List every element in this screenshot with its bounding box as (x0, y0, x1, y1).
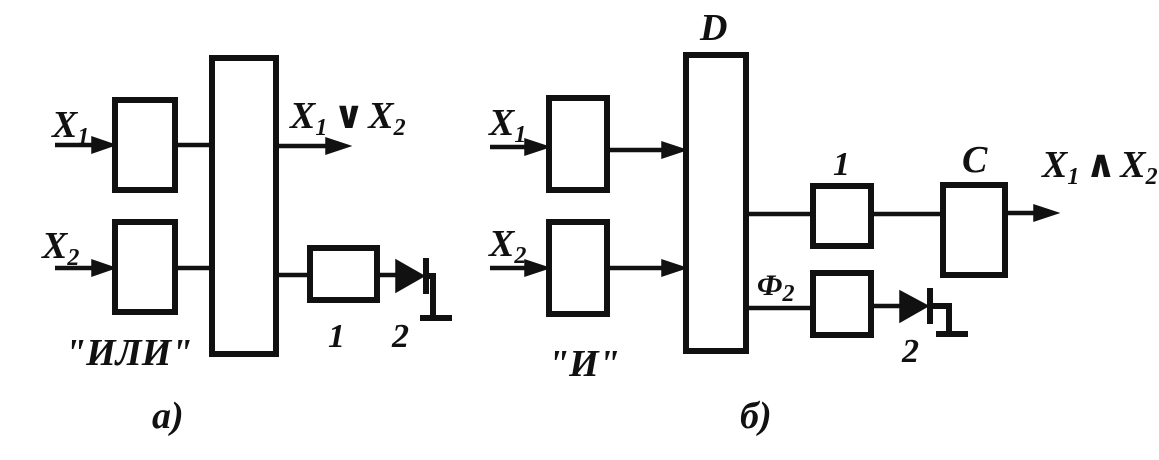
left-element-1-label: 1 (328, 318, 345, 355)
right-d-block-label: D (699, 7, 727, 49)
left-element-2-label: 2 (391, 318, 409, 355)
right-gate-caption: "И" (548, 343, 620, 385)
left-input-2-arrow (91, 258, 118, 278)
left-input-2-label: X2 (41, 225, 79, 271)
right-box2-to-d-arrow (661, 258, 689, 278)
left-input-box-1 (112, 97, 178, 193)
right-panel-label: б) (740, 395, 772, 437)
right-ground-icon (930, 303, 968, 337)
left-diode-icon (395, 258, 426, 294)
right-c-block (940, 182, 1008, 278)
right-phase-box (810, 270, 874, 338)
left-input-1-arrow (91, 135, 118, 155)
right-input-box-1 (546, 95, 610, 193)
left-ground-icon (420, 273, 452, 321)
right-element-1-box (810, 183, 874, 249)
panel-a-or-circuit: X1 X2 X1∨X2 1 2 "ИЛИ" а) (41, 55, 452, 437)
right-box1-to-d-arrow (661, 140, 689, 160)
right-diode-icon (899, 289, 930, 324)
right-d-block (683, 52, 749, 354)
right-c-block-label: C (962, 139, 988, 181)
left-output-label: X1∨X2 (289, 95, 406, 141)
panel-b-and-circuit: X1 X2 D 1 C X1∧X2 Ф2 2 "И" б) (488, 7, 1158, 437)
right-element-2-label: 2 (901, 333, 919, 370)
left-tall-block (209, 55, 279, 357)
right-output-arrow (1033, 203, 1061, 223)
left-panel-label: а) (152, 395, 184, 437)
left-output-arrow (325, 136, 353, 156)
left-element-1-box (307, 245, 380, 303)
left-input-1-label: X1 (51, 104, 89, 150)
right-output-label: X1∧X2 (1041, 144, 1158, 190)
right-input-2-arrow (524, 258, 552, 278)
right-input-box-2 (546, 219, 610, 317)
left-input-box-2 (112, 219, 178, 315)
right-phase-label: Ф2 (757, 269, 795, 307)
right-input-2-label: X2 (488, 223, 526, 269)
right-element-1-label: 1 (833, 146, 850, 183)
right-input-1-arrow (524, 137, 552, 157)
left-gate-caption: "ИЛИ" (65, 332, 192, 374)
right-input-1-label: X1 (488, 102, 526, 148)
